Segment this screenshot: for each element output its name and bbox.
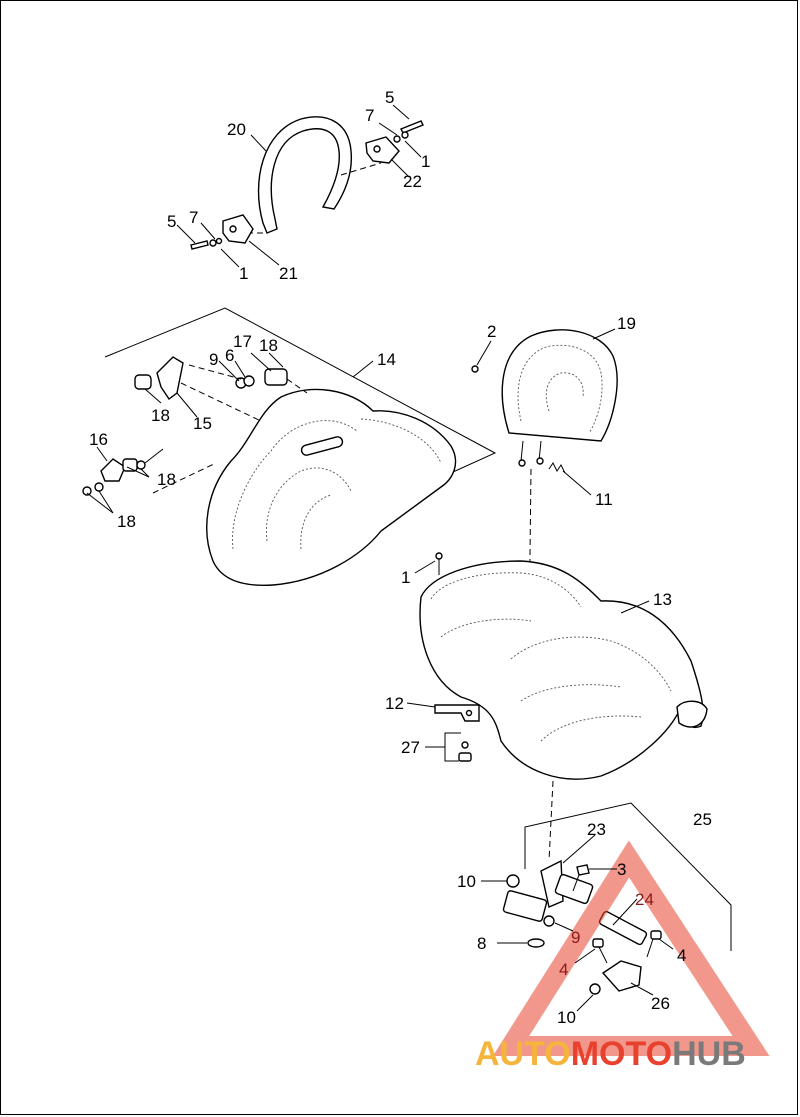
- callout-18-upper: 18: [259, 336, 278, 355]
- callout-18-left: 18: [151, 406, 170, 425]
- callout-9-lower: 9: [571, 928, 580, 947]
- bolt-4-right: [646, 930, 662, 958]
- watermark-logo: AUTOMOTOHUB: [475, 1035, 746, 1073]
- callout-labels: 20 5 7 1 22 5 7 1 21 2 19 17 18 9 6 14 1…: [89, 88, 712, 1027]
- sissy-bar-bracket-left: [222, 214, 254, 244]
- callout-16: 16: [89, 430, 108, 449]
- nut-washer-27: [458, 741, 472, 762]
- washer-8: [527, 938, 545, 948]
- callout-27: 27: [401, 738, 420, 757]
- rider-backrest: [206, 388, 457, 586]
- callout-10-upper: 10: [457, 872, 476, 891]
- callout-4-right: 4: [677, 946, 686, 965]
- sissy-bar-bracket-right: [365, 136, 400, 164]
- svg-text:AUTOMOTOHUB: AUTOMOTOHUB: [475, 1035, 746, 1073]
- leader-lines: [86, 104, 674, 1012]
- spring-11: [548, 462, 566, 474]
- callout-22: 22: [403, 172, 422, 191]
- plate-24: [598, 910, 648, 946]
- callout-12: 12: [385, 694, 404, 713]
- callout-19: 19: [617, 314, 636, 333]
- callout-3: 3: [617, 860, 626, 879]
- bolt-washer-set-top: [393, 120, 424, 143]
- nut-9: [543, 915, 555, 927]
- knob-hardware-lower: [82, 448, 217, 496]
- callout-13: 13: [653, 590, 672, 609]
- bolt-washer-set-left: [190, 237, 223, 250]
- callout-11: 11: [595, 490, 613, 509]
- callout-1-seat: 1: [401, 568, 410, 587]
- nut-10-upper: [506, 874, 520, 888]
- callout-23: 23: [587, 820, 606, 839]
- callout-6: 6: [225, 346, 234, 365]
- callout-5-top: 5: [385, 88, 394, 107]
- seat-bracket-12: [434, 704, 480, 722]
- callout-7-top: 7: [365, 106, 374, 125]
- callout-18-lower: 18: [117, 512, 136, 531]
- callout-17: 17: [233, 332, 252, 351]
- callout-18-mid: 18: [157, 470, 176, 489]
- watermark-part3: HUB: [672, 1035, 746, 1073]
- callout-1-top: 1: [421, 152, 430, 171]
- sissy-bar-upright: [257, 116, 353, 234]
- callout-9-upper: 9: [209, 350, 218, 369]
- callout-24: 24: [635, 890, 654, 909]
- mount-bracket-outline: [524, 802, 732, 951]
- bolt-3: [572, 864, 590, 892]
- callout-15: 15: [193, 414, 212, 433]
- callout-26: 26: [651, 994, 670, 1013]
- watermark-triangle: [492, 840, 770, 1056]
- screw-2: [471, 365, 479, 373]
- callout-1-left: 1: [239, 264, 248, 283]
- main-seat: [419, 560, 708, 780]
- callout-7-left: 7: [189, 208, 198, 227]
- watermark-part2: MOTO: [571, 1035, 672, 1073]
- callout-5-left: 5: [167, 212, 176, 231]
- seat-screw-1: [435, 552, 443, 575]
- callout-25: 25: [693, 810, 712, 829]
- callout-8: 8: [477, 934, 486, 953]
- callout-10-lower: 10: [557, 1008, 576, 1027]
- callout-4-left: 4: [559, 960, 568, 979]
- callout-20: 20: [227, 120, 246, 139]
- bolt-4-left: [592, 938, 608, 964]
- callout-14: 14: [377, 350, 396, 369]
- watermark-part1: AUTO: [475, 1035, 571, 1073]
- nut-10-lower: [589, 983, 601, 995]
- backrest-pad: [501, 329, 618, 467]
- callout-2: 2: [487, 322, 496, 341]
- bracket-26: [601, 960, 642, 992]
- callout-21: 21: [279, 264, 298, 283]
- knob-hardware-mid: [188, 364, 308, 394]
- knob-hardware-left: [134, 356, 262, 422]
